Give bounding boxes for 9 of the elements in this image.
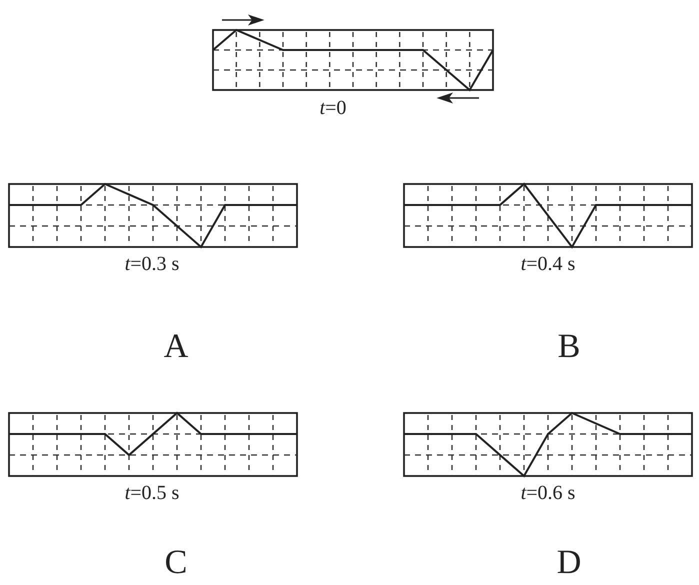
time-label: t=0 bbox=[320, 98, 346, 118]
time-label: t=0.5 s bbox=[124, 483, 180, 503]
option-letter: A bbox=[164, 330, 188, 364]
option-letter: B bbox=[558, 330, 580, 364]
option-letter: C bbox=[164, 546, 188, 580]
time-label: t=0.3 s bbox=[124, 254, 180, 274]
time-label: t=0.4 s bbox=[520, 254, 576, 274]
option-letter: D bbox=[556, 546, 582, 580]
time-label: t=0.6 s bbox=[520, 483, 576, 503]
